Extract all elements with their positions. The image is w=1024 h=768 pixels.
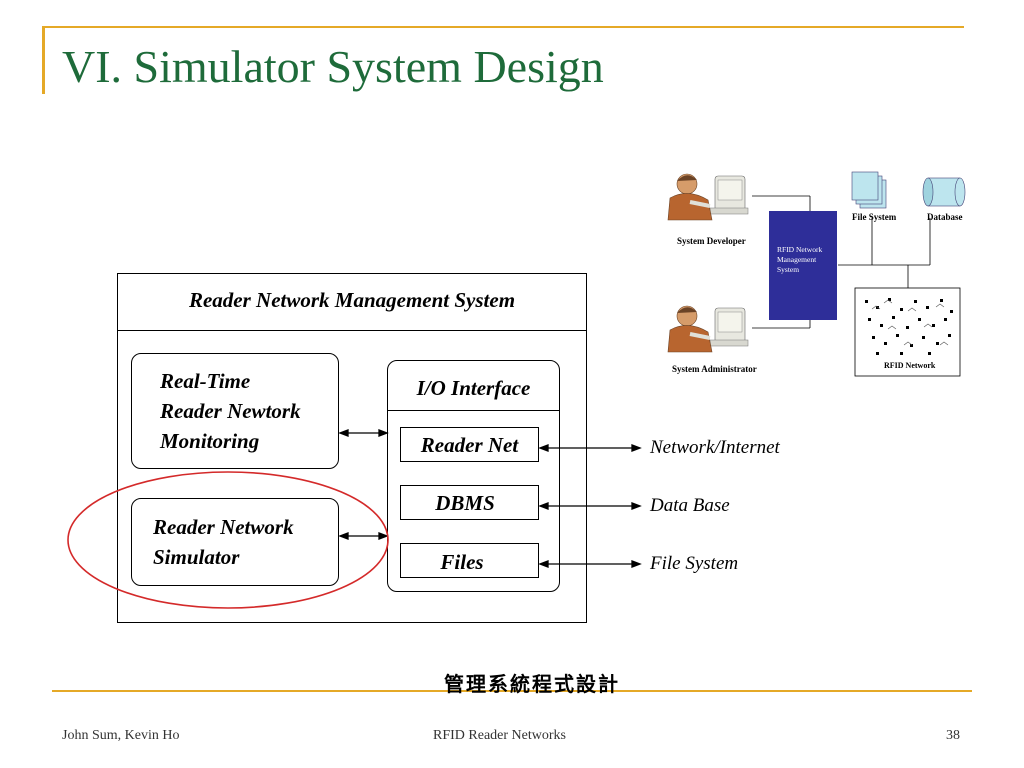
filesystem-arrow (538, 560, 642, 568)
io-interface-box (387, 360, 560, 592)
dbms-label: DBMS (435, 491, 495, 515)
monitoring-label-line-3: Monitoring (160, 429, 260, 453)
file-system-mini-label: File System (852, 212, 897, 222)
center-label-line-1: RFID Network (777, 245, 822, 254)
simulator-box (131, 498, 339, 586)
database-arrow (538, 502, 642, 510)
system-administrator-figure (667, 305, 749, 353)
footer-authors: John Sum, Kevin Ho (62, 728, 180, 743)
rfid-network-label: RFID Network (884, 361, 936, 370)
center-label-line-2: Management (777, 255, 817, 264)
files-box (400, 543, 539, 578)
dbms-box (400, 485, 539, 520)
simulator-io-arrow (338, 532, 389, 540)
chinese-caption: 管理系統程式設計 (444, 672, 620, 696)
accent-bar-top (42, 26, 964, 28)
io-interface-divider (387, 410, 560, 411)
file-system-label: File System (650, 553, 739, 574)
page-number: 38 (946, 728, 960, 743)
io-interface-label: I/O Interface (416, 376, 531, 400)
rfid-network-box (854, 287, 961, 377)
management-system-box (769, 211, 837, 320)
simulator-label-line-1: Reader Network (153, 515, 294, 539)
file-system-icon (851, 171, 887, 209)
reader-net-label: Reader Net (420, 433, 519, 457)
monitoring-label-line-1: Real-Time (160, 369, 251, 393)
system-developer-figure (667, 173, 749, 221)
database-mini-label: Database (927, 212, 963, 222)
monitoring-io-arrow (338, 429, 389, 437)
network-internet-label: Network/Internet (650, 437, 780, 458)
database-label: Data Base (650, 495, 730, 516)
files-label: Files (440, 550, 484, 574)
slide-title: VI. Simulator System Design (62, 41, 604, 92)
reader-net-box (400, 427, 539, 462)
developer-label: System Developer (677, 236, 746, 246)
mini-architecture-diagram: System Developer System Administrator RF… (667, 171, 966, 377)
database-icon (922, 177, 966, 207)
simulator-highlight-ellipse (67, 471, 389, 609)
accent-bar-bottom (52, 690, 972, 692)
network-arrow (538, 444, 642, 452)
accent-bar-vertical (42, 26, 45, 94)
footer-title: RFID Reader Networks (433, 728, 566, 743)
simulator-label-line-2: Simulator (153, 545, 240, 569)
monitoring-box (131, 353, 339, 469)
system-title: Reader Network Management System (188, 288, 516, 312)
administrator-label: System Administrator (672, 364, 757, 374)
center-label-line-3: System (777, 265, 799, 274)
system-title-divider (117, 330, 587, 331)
monitoring-label-line-2: Reader Newtork (160, 399, 301, 423)
